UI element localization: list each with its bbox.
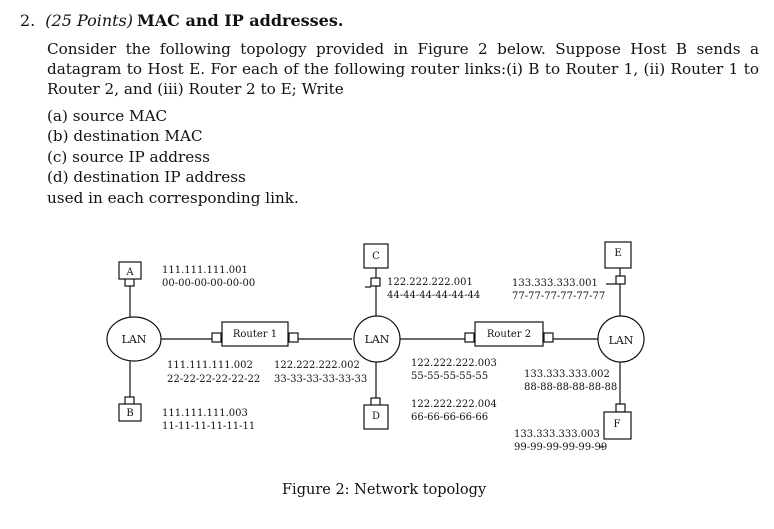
router-2-right-ip: 133.333.333.002 [524,369,610,380]
host-f-ip: 133.333.333.003 [514,429,600,440]
host-d-ip: 122.222.222.004 [411,399,497,410]
host-f [603,411,632,440]
host-a [118,261,142,280]
answer-items: (a) source MAC (b) destination MAC (c) s… [47,106,299,208]
question-heading: 2. (25 Points)MAC and IP addresses. [20,11,343,30]
question-number: 2. [20,11,36,30]
item-destination-ip: (d) destination IP address [47,168,246,187]
host-d-mac: 66-66-66-66-66 [411,412,488,423]
adapter-r1-left [211,332,222,343]
adapter-r2-right [543,332,554,343]
router-2 [474,321,544,347]
host-f-mac: 99-99-99-99-99-99 [514,442,607,453]
host-e [604,241,632,269]
item-destination-mac: (b) destination MAC [47,127,203,146]
host-c-ip: 122.222.222.001 [387,277,473,288]
lan-middle-label: LAN [365,333,390,346]
router-1-right-ip: 122.222.222.002 [274,360,360,371]
host-a-ip: 111.111.111.001 [162,265,248,276]
host-b [118,403,142,422]
router-2-label: Router 2 [487,329,531,340]
item-source-ip: (c) source IP address [47,147,210,166]
host-c-label: C [372,251,380,262]
router-1-left-ip: 111.111.111.002 [167,360,253,371]
lan-right-label: LAN [609,334,634,347]
host-b-mac: 11-11-11-11-11-11 [162,421,255,432]
adapter-e [615,275,626,285]
host-e-mac: 77-77-77-77-77-77 [512,291,605,302]
host-e-ip: 133.333.333.001 [512,278,598,289]
question-body: Consider the following topology provided… [47,39,759,99]
host-b-ip: 111.111.111.003 [162,408,248,419]
closing-line: used in each corresponding link. [47,188,299,207]
host-d-label: D [372,411,380,422]
question-points: (25 Points) [45,11,134,30]
question-paragraph: Consider the following topology provided… [47,40,759,98]
router-1-left-mac: 22-22-22-22-22-22 [167,374,260,385]
router-1 [221,321,289,347]
host-d [363,404,389,430]
router-1-label: Router 1 [233,329,277,340]
item-source-mac: (a) source MAC [47,107,168,125]
lan-middle [353,315,401,363]
adapter-r2-left [464,332,475,343]
adapter-r1-right [288,332,299,343]
host-a-label: A [125,267,134,278]
router-1-right-mac: 33-33-33-33-33-33 [274,374,367,385]
lan-right [597,315,645,363]
host-c-mac: 44-44-44-44-44-44 [387,290,480,301]
host-f-label: F [614,419,621,430]
router-2-left-ip: 122.222.222.003 [411,358,497,369]
router-2-right-mac: 88-88-88-88-88-88 [524,382,617,393]
lan-left [106,316,162,362]
lan-left-label: LAN [122,333,147,346]
figure-caption: Figure 2: Network topology [282,482,487,498]
adapter-f [615,403,626,413]
host-e-label: E [614,248,621,259]
host-a-mac: 00-00-00-00-00-00 [162,278,255,289]
router-2-left-mac: 55-55-55-55-55 [411,371,488,382]
adapter-c [370,277,381,287]
host-c [363,243,389,269]
question-title: MAC and IP addresses. [137,11,344,30]
host-b-label: B [126,408,133,419]
